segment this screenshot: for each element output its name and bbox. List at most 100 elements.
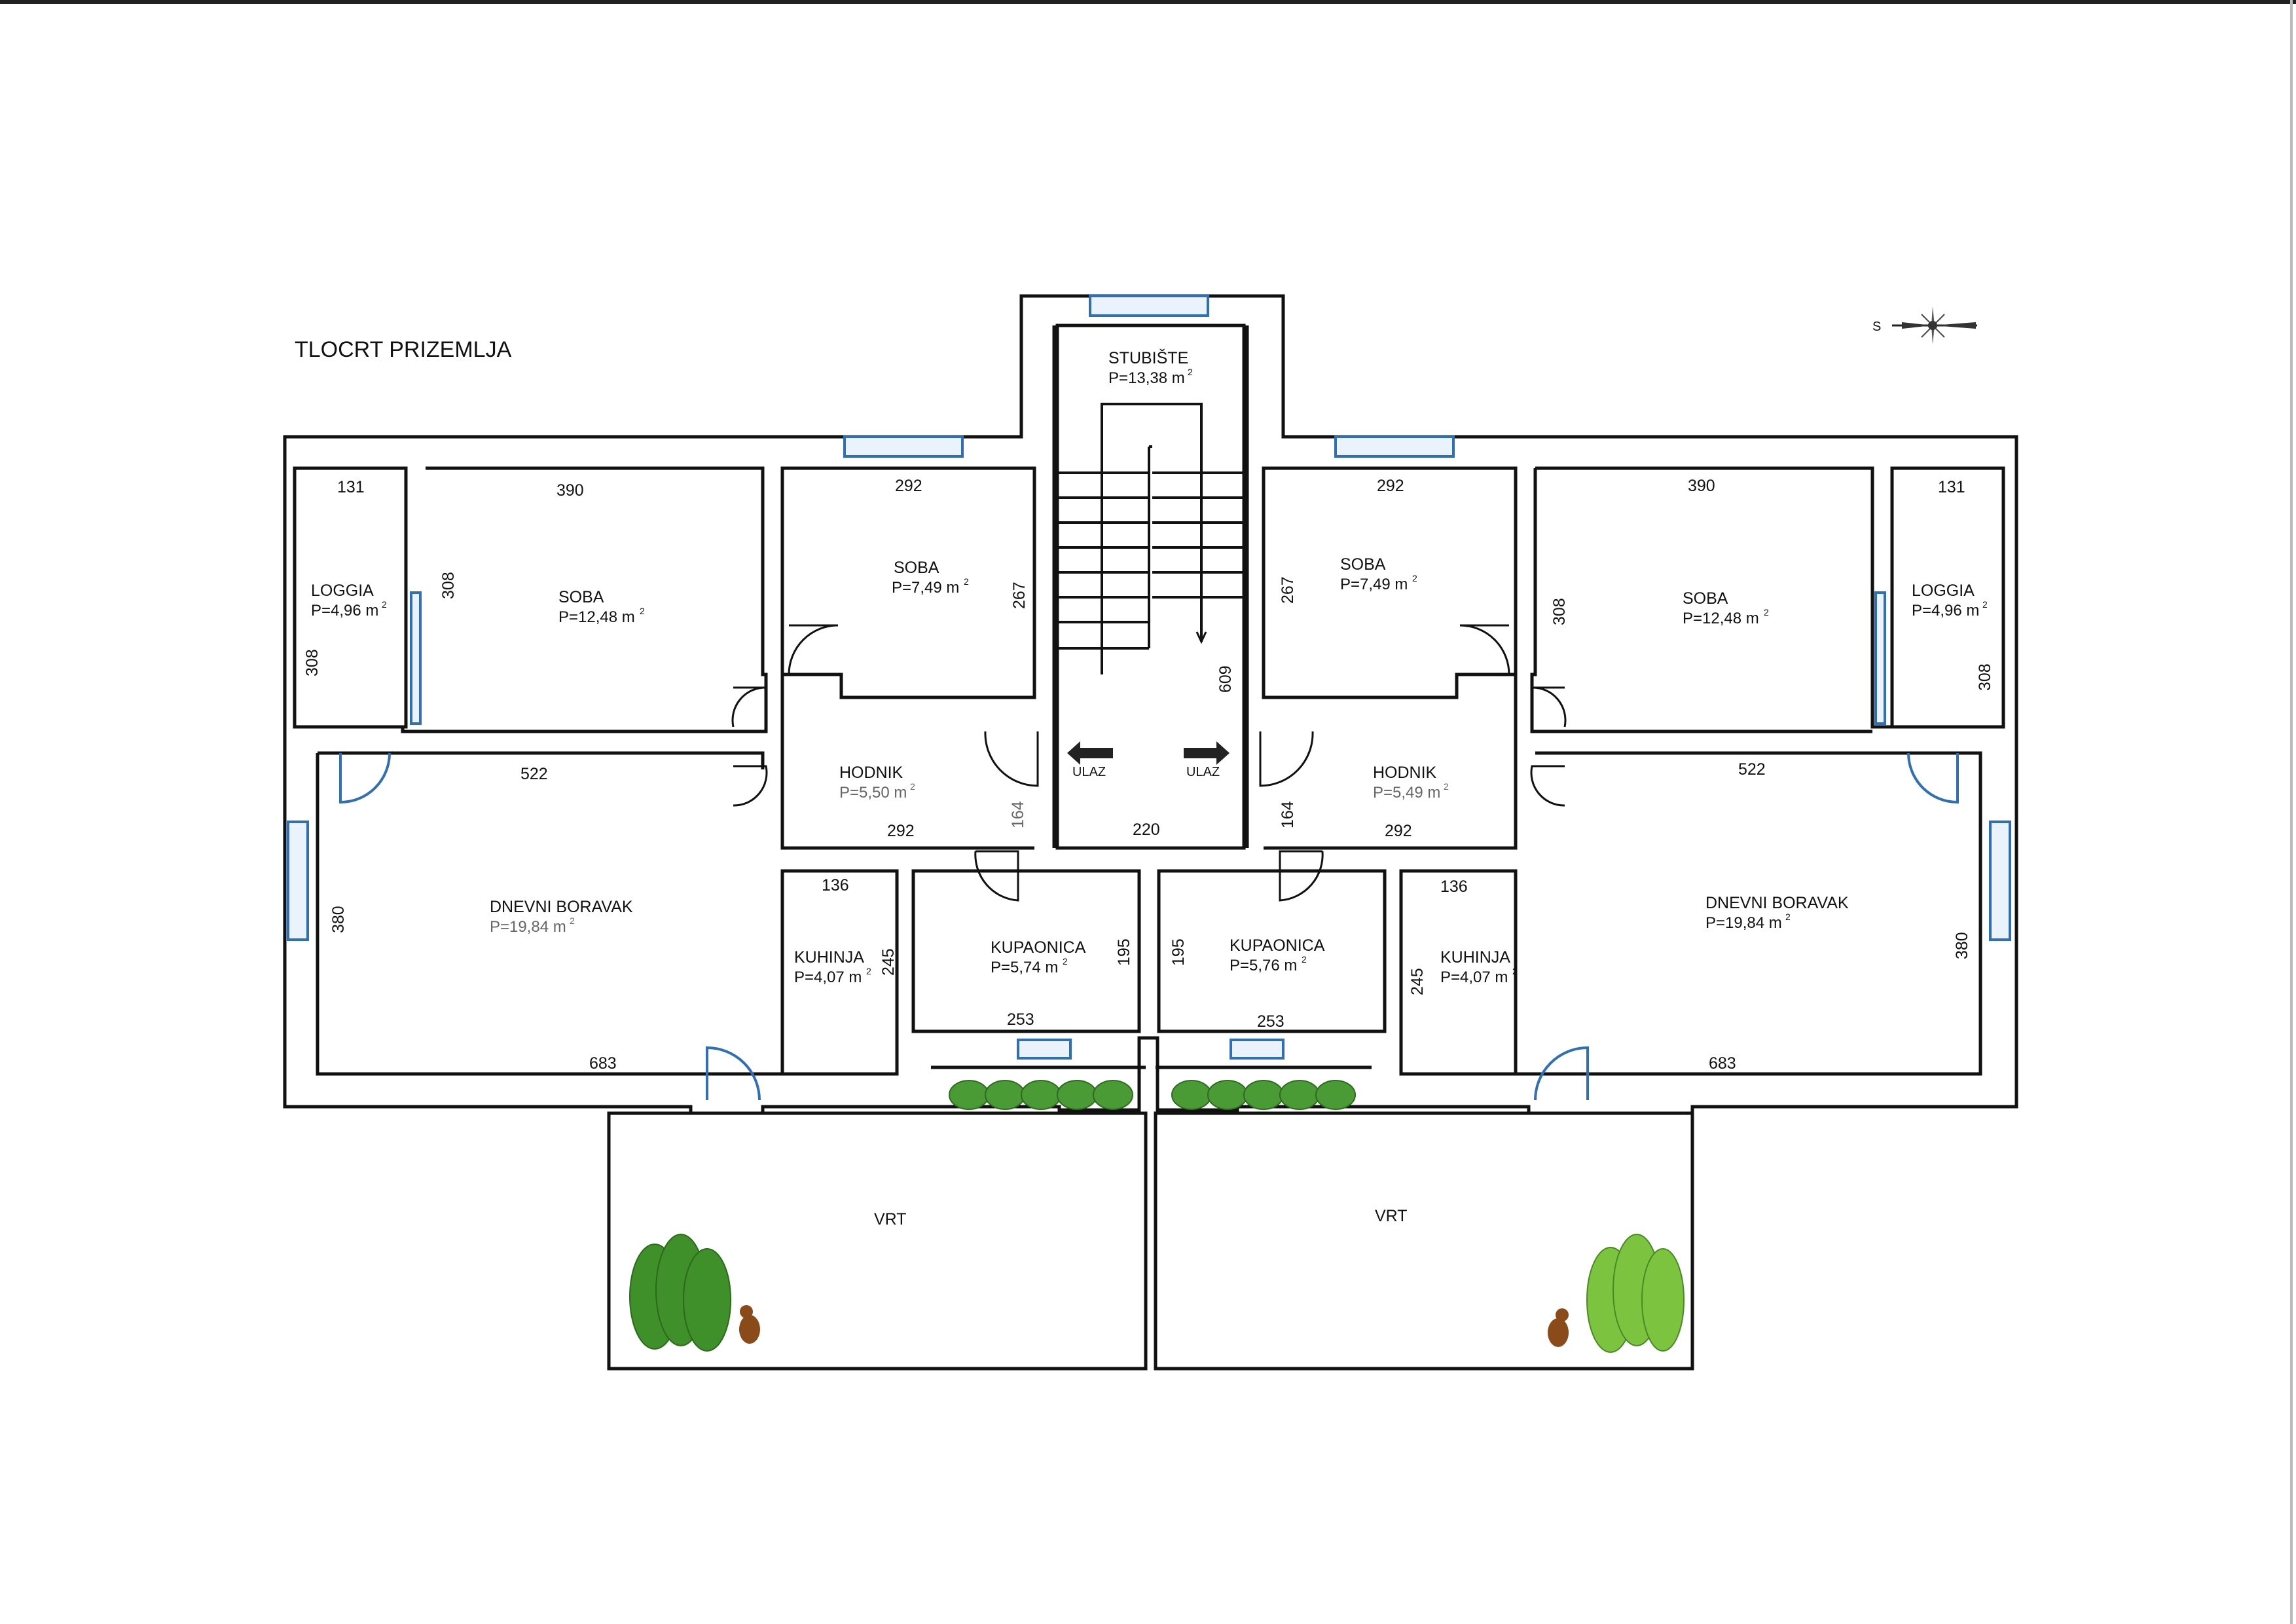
window-kupaonica-l: [1017, 1039, 1072, 1060]
room-area-sup-kuhinja-r: 2: [1512, 966, 1518, 976]
page-top-edge: [0, 0, 2296, 4]
room-name-boravak-l: DNEVNI BORAVAK: [490, 898, 633, 916]
room-area-loggia-r: P=4,96 m: [1912, 602, 1979, 619]
room-name-stubiste: STUBIŠTE: [1108, 348, 1188, 367]
shrubs-left: [949, 1080, 1133, 1110]
dim-loggia-l-h: 308: [303, 649, 321, 676]
room-area-sup-boravak-l: 2: [570, 915, 575, 926]
entrance-arrow-left-icon: [1067, 741, 1113, 765]
room-area-hodnik-l: P=5,50 m: [839, 784, 907, 802]
room-area-kuhinja-r: P=4,07 m: [1440, 969, 1508, 986]
dim-hodnik-l-h: 164: [1009, 801, 1027, 828]
room-name-loggia-r: LOGGIA: [1912, 581, 1975, 600]
room-area-sup-kupaonica-r: 2: [1302, 954, 1307, 965]
room-name-vrt-r: VRT: [1375, 1207, 1408, 1225]
windows: [287, 295, 2011, 1060]
room-area-sup-soba-small-r: 2: [1412, 573, 1417, 583]
dim-soba-big-r-w: 390: [1688, 477, 1715, 495]
room-area-sup-stubiste: 2: [1188, 367, 1193, 377]
room-area-loggia-l: P=4,96 m: [311, 602, 378, 619]
entrance-label-right: ULAZ: [1186, 765, 1220, 779]
dim-boravak-r-h: 380: [1953, 932, 1971, 959]
interior-doors: [731, 624, 1567, 902]
window-loggia-r: [1874, 591, 1886, 725]
room-name-kuhinja-r: KUHINJA: [1440, 948, 1510, 967]
room-name-hodnik-r: HODNIK: [1373, 764, 1437, 782]
room-name-soba-small-l: SOBA: [894, 559, 939, 577]
animal-right-icon: [1548, 1308, 1569, 1347]
room-area-sup-kupaonica-l: 2: [1063, 956, 1068, 967]
dim-soba-small-r-h: 267: [1279, 576, 1297, 604]
room-area-hodnik-r: P=5,49 m: [1373, 784, 1440, 802]
window-soba-l: [843, 435, 964, 458]
compass-icon: [1892, 306, 1977, 344]
room-area-boravak-r: P=19,84 m: [1705, 914, 1782, 932]
dim-loggia-r-h: 308: [1976, 663, 1994, 691]
room-area-sup-kuhinja-l: 2: [866, 966, 871, 976]
dim-soba-small-r-w: 292: [1377, 477, 1404, 495]
dim-soba-small-l-h: 267: [1010, 581, 1029, 609]
room-name-soba-big-r: SOBA: [1683, 589, 1728, 608]
room-area-soba-small-l: P=7,49 m: [892, 579, 959, 597]
room-name-boravak-r: DNEVNI BORAVAK: [1705, 894, 1849, 912]
dim-hodnik-r-w: 292: [1385, 822, 1412, 840]
room-area-sup-boravak-r: 2: [1785, 912, 1791, 922]
dim-boravak-l-top: 522: [520, 765, 548, 783]
window-stair: [1089, 295, 1209, 317]
room-area-kupaonica-l: P=5,74 m: [991, 959, 1058, 976]
room-area-kupaonica-r: P=5,76 m: [1230, 957, 1297, 974]
room-area-kuhinja-l: P=4,07 m: [794, 969, 862, 986]
room-name-kupaonica-l: KUPAONICA: [991, 938, 1086, 957]
room-area-soba-small-r: P=7,49 m: [1340, 576, 1408, 593]
window-soba-r: [1334, 435, 1455, 458]
room-name-kuhinja-l: KUHINJA: [794, 948, 864, 967]
dim-kuhinja-r-w: 136: [1440, 877, 1468, 896]
room-name-kupaonica-r: KUPAONICA: [1230, 936, 1325, 955]
window-loggia-l: [410, 591, 422, 725]
dim-loggia-l-w: 131: [337, 478, 365, 496]
window-kupaonica-r: [1230, 1039, 1285, 1060]
dim-kuhinja-l-w: 136: [822, 876, 849, 895]
dim-boravak-r-bottom: 683: [1709, 1054, 1736, 1073]
room-area-sup-soba-big-r: 2: [1764, 607, 1769, 618]
dim-soba-big-l-h: 308: [439, 572, 458, 599]
dim-soba-big-r-h: 308: [1550, 598, 1569, 625]
dim-kupaonica-r-w: 253: [1257, 1012, 1285, 1031]
dim-hodnik-l-w: 292: [887, 822, 915, 840]
dim-hall-w: 220: [1133, 821, 1160, 839]
dim-boravak-l-bottom: 683: [589, 1054, 617, 1073]
room-area-sup-loggia-l: 2: [382, 599, 387, 610]
dim-kuhinja-l-h: 245: [879, 948, 898, 976]
dim-boravak-r-top: 522: [1738, 760, 1766, 779]
dim-hodnik-r-h: 164: [1279, 801, 1297, 828]
dim-kuhinja-r-h: 245: [1408, 968, 1427, 995]
room-name-loggia-l: LOGGIA: [311, 581, 374, 600]
room-area-boravak-l: P=19,84 m: [490, 918, 566, 936]
room-area-sup-soba-big-l: 2: [640, 606, 645, 616]
entrance-arrow-right-icon: [1184, 741, 1230, 765]
trees-right-icon: [1586, 1234, 1685, 1353]
room-area-sup-hodnik-l: 2: [910, 781, 915, 792]
walls: [283, 294, 2018, 1371]
room-area-sup-loggia-r: 2: [1982, 599, 1988, 610]
room-name-soba-small-r: SOBA: [1340, 555, 1386, 574]
doors: [339, 752, 1959, 1101]
compass-label: S: [1872, 320, 1881, 334]
room-area-sup-soba-small-l: 2: [964, 576, 969, 587]
entrance-label-left: ULAZ: [1072, 765, 1106, 779]
dim-soba-big-l-w: 390: [556, 481, 584, 500]
room-name-hodnik-l: HODNIK: [839, 764, 903, 782]
room-area-stubiste: P=13,38 m: [1108, 369, 1185, 387]
window-boravak-l: [287, 821, 309, 941]
dim-kupaonica-r-h: 195: [1169, 938, 1188, 966]
dim-stair-h: 609: [1216, 665, 1235, 693]
dim-kupaonica-l-h: 195: [1115, 938, 1133, 966]
dim-loggia-r-w: 131: [1938, 478, 1965, 496]
staircase: [1057, 403, 1244, 674]
shrubs-right: [1171, 1080, 1356, 1110]
room-name-vrt-l: VRT: [874, 1210, 907, 1228]
room-area-soba-big-r: P=12,48 m: [1683, 610, 1759, 627]
dim-kupaonica-l-w: 253: [1007, 1010, 1034, 1029]
dim-soba-small-l-w: 292: [895, 477, 922, 495]
